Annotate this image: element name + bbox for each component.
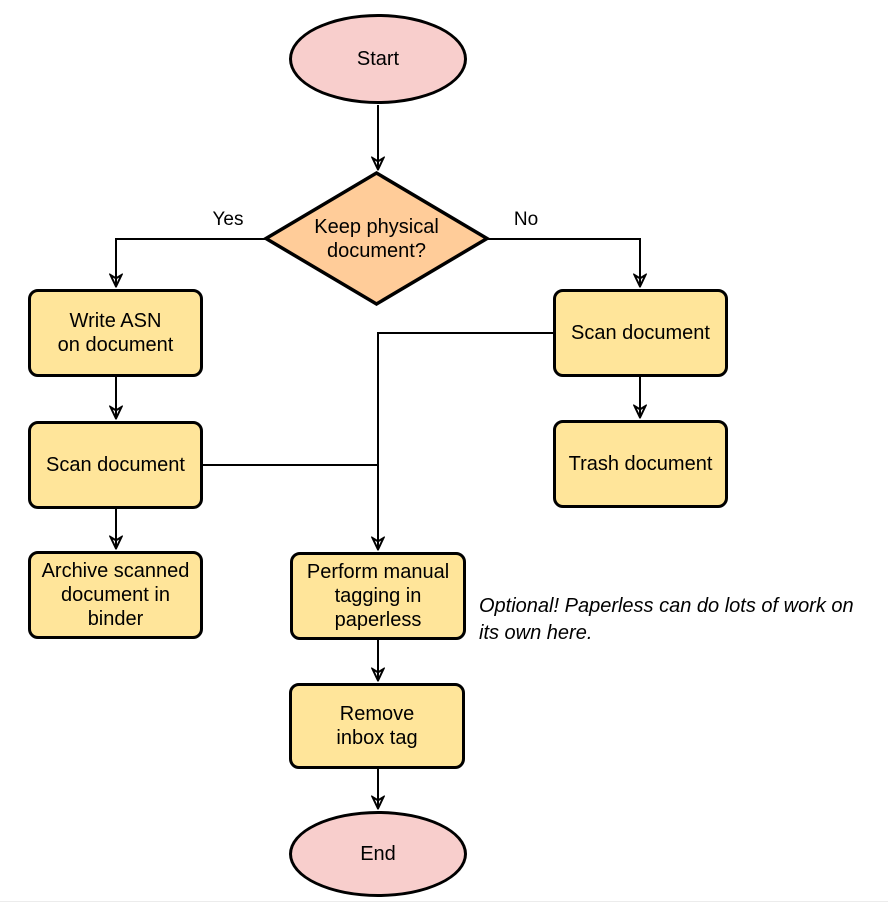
edge-decision-no-to-scan-right: [488, 238, 640, 286]
decision-diamond-shape: [263, 170, 490, 307]
node-archive-document: Archive scanned document in binder: [28, 551, 203, 639]
decision-label: Keep physical document?: [314, 215, 439, 262]
node-scan-document-left: Scan document: [28, 421, 203, 509]
node-trash-document: Trash document: [553, 420, 728, 508]
node-write-asn: Write ASN on document: [28, 289, 203, 377]
node-decision: Keep physical document?: [263, 170, 490, 307]
page-bottom-divider: [0, 901, 888, 902]
annotation-note: Optional! Paperless can do lots of work …: [479, 595, 854, 644]
node-end: End: [289, 811, 467, 897]
edge-scan-right-to-tagging: [378, 332, 553, 549]
edge-label-no: No: [506, 209, 546, 231]
node-start: Start: [289, 14, 467, 104]
edge-label-yes: Yes: [206, 209, 250, 231]
node-manual-tagging: Perform manual tagging in paperless: [290, 552, 466, 640]
edge-decision-yes-to-write-asn: [116, 238, 265, 286]
node-scan-document-right: Scan document: [553, 289, 728, 377]
node-remove-inbox-tag: Remove inbox tag: [289, 683, 465, 769]
